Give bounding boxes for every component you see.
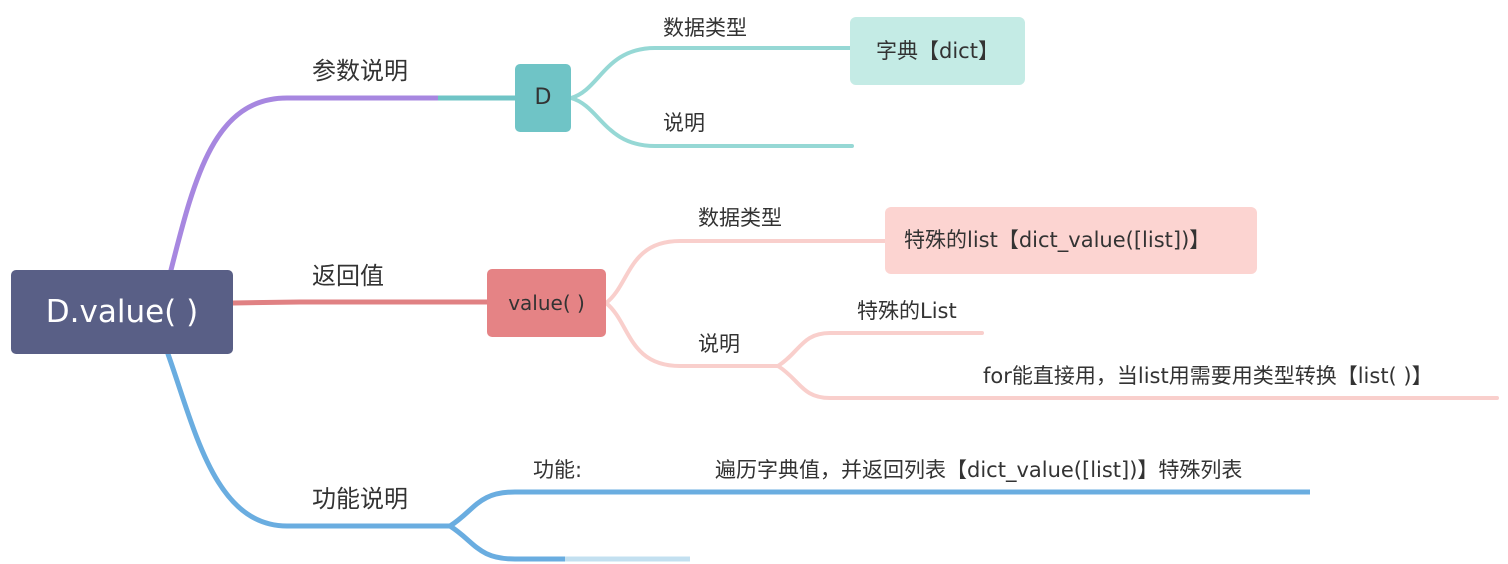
connector-function-empty <box>448 523 565 562</box>
branch-return-label[interactable]: 返回值 <box>312 262 384 290</box>
root-node[interactable]: D.value( ) <box>11 270 233 354</box>
param-d-label: D <box>534 85 552 110</box>
return-desc-item-2[interactable]: for能直接用，当list用需要用类型转换【list( )】 <box>983 364 1433 388</box>
branch-function-label[interactable]: 功能说明 <box>312 485 408 513</box>
connector-desc-item2 <box>776 364 1499 400</box>
param-d-node[interactable]: D <box>515 64 571 132</box>
connector-function-main <box>448 489 1310 529</box>
root-label: D.value( ) <box>45 293 199 330</box>
function-value[interactable]: 遍历字典值，并返回列表【dict_value([list])】特殊列表 <box>715 458 1243 482</box>
connector-d-datatype <box>569 46 852 100</box>
connector-root-return <box>230 299 490 306</box>
connector-desc-item1 <box>776 331 984 368</box>
branch-params-label[interactable]: 参数说明 <box>312 57 408 85</box>
connector-root-function <box>165 351 453 529</box>
return-datatype-label[interactable]: 数据类型 <box>698 206 782 230</box>
params-desc-label[interactable]: 说明 <box>663 111 705 135</box>
return-value-node[interactable]: value( ) <box>487 269 606 337</box>
return-datatype-value-node[interactable]: 特殊的list【dict_value([list])】 <box>885 207 1257 274</box>
connector-d-desc <box>569 96 854 148</box>
params-datatype-value-node[interactable]: 字典【dict】 <box>850 17 1025 85</box>
params-datatype-value: 字典【dict】 <box>876 38 999 63</box>
connector-root-params <box>168 95 441 273</box>
connector-value-desc <box>604 301 780 368</box>
function-label[interactable]: 功能: <box>533 458 583 482</box>
return-datatype-value: 特殊的list【dict_value([list])】 <box>904 228 1211 252</box>
return-value-label: value( ) <box>508 291 585 315</box>
connector-value-datatype <box>604 239 887 305</box>
return-desc-label[interactable]: 说明 <box>698 332 740 356</box>
return-desc-item-1[interactable]: 特殊的List <box>857 299 957 323</box>
params-datatype-label[interactable]: 数据类型 <box>663 16 747 40</box>
